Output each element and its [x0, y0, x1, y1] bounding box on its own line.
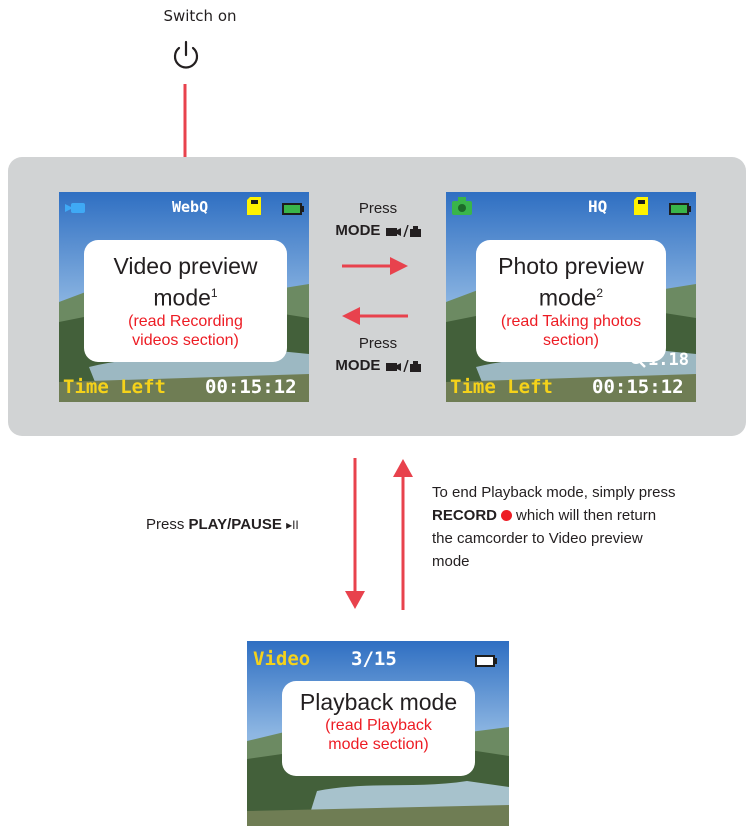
time-remaining: 00:15:12 — [205, 376, 297, 398]
press-mode-bottom: Press MODE — [318, 333, 438, 377]
footnote-marker: 2 — [596, 286, 604, 300]
callout-title-2: mode — [538, 284, 597, 311]
callout-sub-2: mode section) — [328, 736, 429, 753]
playback-callout: Playback mode (read Playback mode sectio… — [282, 681, 475, 776]
callout-sub: (read Taking photos — [500, 312, 642, 330]
sd-card-icon — [247, 197, 261, 219]
callout-sub-2: videos section) — [132, 331, 239, 349]
mode-button-label: MODE — [335, 357, 381, 374]
callout-title: Photo preview — [498, 253, 644, 279]
instruction-line-4: mode — [432, 553, 470, 570]
arrow-to-video-preview — [393, 459, 413, 610]
video-label: Video — [253, 648, 311, 670]
press-mode-top: Press MODE — [318, 198, 438, 242]
sd-card-icon — [634, 197, 648, 219]
camera-icon — [452, 197, 472, 219]
power-icon — [173, 40, 199, 69]
callout-sub: (read Recording — [128, 312, 243, 330]
record-button-label: RECORD — [432, 507, 498, 524]
callout-sub-2: section) — [542, 331, 600, 349]
press-label: Press — [358, 335, 398, 352]
video-camera-icon — [65, 200, 87, 219]
arrow-to-video — [342, 307, 408, 325]
callout-sub: (read Playback — [325, 717, 432, 734]
mode-button-label: MODE — [335, 222, 381, 239]
press-label: Press — [358, 200, 398, 217]
battery-icon — [475, 652, 497, 671]
record-dot-icon — [501, 509, 513, 521]
footnote-marker: 1 — [210, 286, 218, 300]
press-label: Press — [146, 516, 185, 533]
time-remaining: 00:15:12 — [592, 376, 684, 398]
end-playback-instruction: To end Playback mode, simply press RECOR… — [432, 481, 748, 573]
instruction-line-2: which will then return — [516, 507, 657, 524]
instruction-line-1: To end Playback mode, simply press — [432, 484, 676, 501]
video-preview-screen: WebQ Time Left 00:15:12 Video preview mo… — [59, 192, 309, 402]
play-pause-icon: ▸II — [286, 518, 299, 532]
photo-preview-callout: Photo preview mode2 (read Taking photos … — [476, 240, 666, 362]
photo-preview-screen: HQ 1.18 Time Left 00:15:12 Photo preview… — [446, 192, 696, 402]
callout-title: Video preview — [113, 253, 258, 279]
camera-icon — [385, 359, 421, 373]
instruction-line-3: the camcorder to Video preview — [432, 530, 643, 547]
video-camera-icon — [385, 224, 421, 238]
arrow-to-photo — [342, 257, 408, 275]
time-left-label: Time Left — [63, 376, 166, 398]
press-play-pause-instruction: Press PLAY/PAUSE ▸II — [146, 513, 299, 537]
quality-badge: HQ — [588, 197, 608, 216]
switch-on-label: Switch on — [163, 7, 237, 25]
time-left-label: Time Left — [450, 376, 553, 398]
playback-screen: Video 3/15 Playback mode (read Playback … — [247, 641, 509, 826]
battery-icon — [669, 200, 691, 219]
file-counter: 3/15 — [351, 648, 397, 670]
callout-title: Playback mode — [299, 689, 458, 715]
quality-badge: WebQ — [172, 198, 209, 216]
play-pause-button-label: PLAY/PAUSE — [188, 516, 282, 533]
battery-icon — [282, 200, 304, 219]
callout-title-2: mode — [153, 284, 211, 311]
video-preview-callout: Video preview mode1 (read Recording vide… — [84, 240, 287, 362]
arrow-to-playback — [345, 458, 365, 609]
